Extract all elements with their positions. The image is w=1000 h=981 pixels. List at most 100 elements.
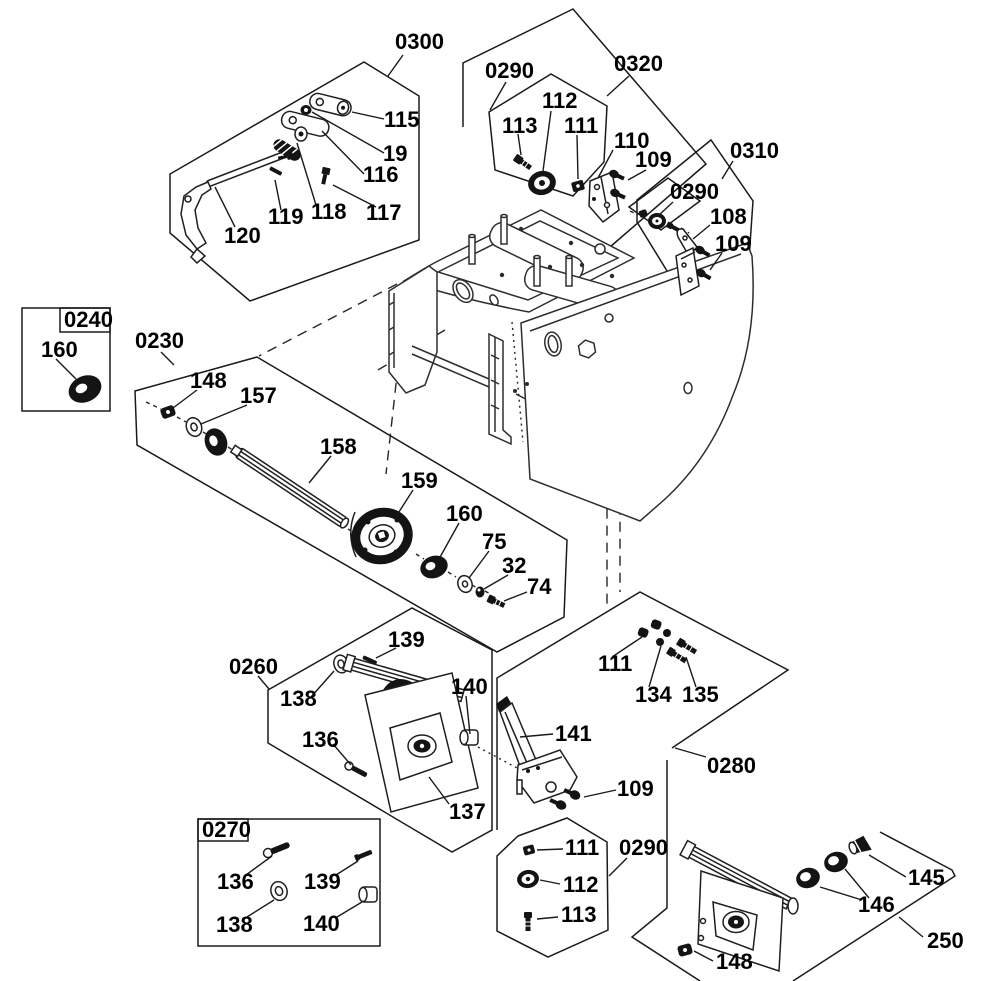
group-boundary-250 [792,831,956,981]
group-boundary-0230 [134,356,568,653]
part-glyph-bearings-146 [796,851,848,889]
group-label-0290-bottom: 0290 [619,835,668,860]
group-boundaries [21,8,956,981]
part-label-140-box: 140 [303,911,340,936]
part-glyph-pin-119 [269,166,283,176]
part-glyph-pulley-112-top [528,170,556,196]
part-glyph-bolt-113-bottom [524,912,532,931]
group-boundary-0290-top [488,73,608,197]
part-label-160-box: 160 [41,337,78,362]
part-glyph-shaft-158 [229,444,350,529]
group-box-0270 [197,818,381,947]
part-glyph-grommet-160-box [68,375,102,403]
part-glyph-nuts-111-0280 [637,619,662,638]
part-glyph-washers-134 [656,629,671,646]
part-glyph-washer-138-box [270,880,288,902]
part-label-112-top: 112 [542,88,578,113]
group-label-0290-in-0310: 0290 [670,179,719,204]
part-label-113-bottom: 113 [561,902,597,927]
part-label-157: 157 [240,383,277,408]
part-label-137: 137 [449,799,486,824]
group-boundary-0320 [462,8,708,248]
part-label-138: 138 [280,686,317,711]
group-box-0270-label-cell [197,818,249,842]
part-glyph-bushing-140-box [358,886,378,903]
part-label-109-0310: 109 [715,231,752,256]
part-label-160: 160 [446,501,483,526]
part-label-109-0280: 109 [617,776,654,801]
part-glyph-bolts-135 [666,637,698,664]
part-glyph-bolts-109-in-0310 [695,245,712,281]
group-boundary-0280 [496,591,790,830]
part-label-159: 159 [401,468,438,493]
leader-lines [55,54,924,962]
part-glyph-grommet-160 [420,555,448,579]
group-box-0240-label-cell [59,307,111,333]
part-label-141: 141 [555,721,592,746]
part-label-32: 32 [502,553,526,578]
part-glyph-spacer-32 [475,586,485,598]
part-glyph-nut-111-bottom [522,844,536,856]
part-glyph-link-115 [309,92,352,117]
part-label-116: 116 [363,162,399,187]
part-label-117: 117 [366,200,402,225]
part-label-134: 134 [635,682,672,707]
group-label-0230: 0230 [135,328,184,353]
group-label-250: 250 [927,928,964,953]
part-label-158: 158 [320,434,357,459]
group-label-0280: 0280 [707,753,756,778]
part-label-146: 146 [858,892,895,917]
part-glyph-nut-111-top [571,180,585,192]
part-glyph-bolt-113-top [513,154,532,170]
part-glyph-bolts-109-top [609,169,626,200]
part-label-108: 108 [710,204,747,229]
part-glyph-washer-157 [185,416,203,438]
part-label-148: 148 [190,368,227,393]
part-glyph-bolts-109-0280 [549,788,581,810]
part-label-75: 75 [482,529,506,554]
part-label-110: 110 [614,128,650,153]
part-label-74: 74 [527,574,552,599]
part-glyph-bushing-140 [459,729,479,746]
part-label-111-bottom: 111 [565,835,599,860]
part-glyph-pin-136-box [262,842,290,859]
part-label-109-top: 109 [635,147,672,172]
group-label-0260: 0260 [229,654,278,679]
part-label-139: 139 [388,627,425,652]
group-boundary-0290-bottom [496,817,609,958]
part-label-138-box: 138 [216,912,253,937]
group-label-0320: 0320 [614,51,663,76]
part-label-139-box: 139 [304,869,341,894]
part-glyph-friction-wheel-137 [342,653,479,813]
part-glyph-bolt-117 [321,166,331,185]
part-glyph-spring-118 [271,139,301,161]
part-glyph-nut-148 [160,405,176,419]
part-glyph-bearing-0230 [204,428,228,456]
part-label-120: 120 [224,223,261,248]
part-glyph-roller-145 [848,835,872,855]
part-glyph-bracket-110 [588,170,620,224]
ring-19-hole [304,108,308,112]
part-label-118: 118 [311,199,347,224]
part-label-119: 119 [268,204,304,229]
group-label-0300: 0300 [395,29,444,54]
transmission-housing [388,209,754,522]
part-glyph-bracket-108 [675,228,700,297]
group-label-0310: 0310 [730,138,779,163]
part-label-140: 140 [451,674,488,699]
part-glyph-nut-148-bottom [677,943,693,957]
part-glyph-bracket-141 [496,696,578,804]
group-label-0270: 0270 [202,817,251,842]
part-glyph-bolt-0300-a [277,152,294,160]
part-label-136: 136 [302,727,339,752]
group-boundary-0300 [169,61,420,302]
part-label-112-bottom: 112 [563,872,599,897]
group-boundary-0260 [267,607,493,853]
part-glyph-bracket-116 [280,110,330,142]
callout-labels: 0300 115 19 116 119 118 117 120 0290 112… [41,29,964,974]
part-glyph-pin-139 [362,655,377,665]
part-glyph-washer-75 [457,574,473,594]
group-boundary-250-left-edge [630,760,701,981]
